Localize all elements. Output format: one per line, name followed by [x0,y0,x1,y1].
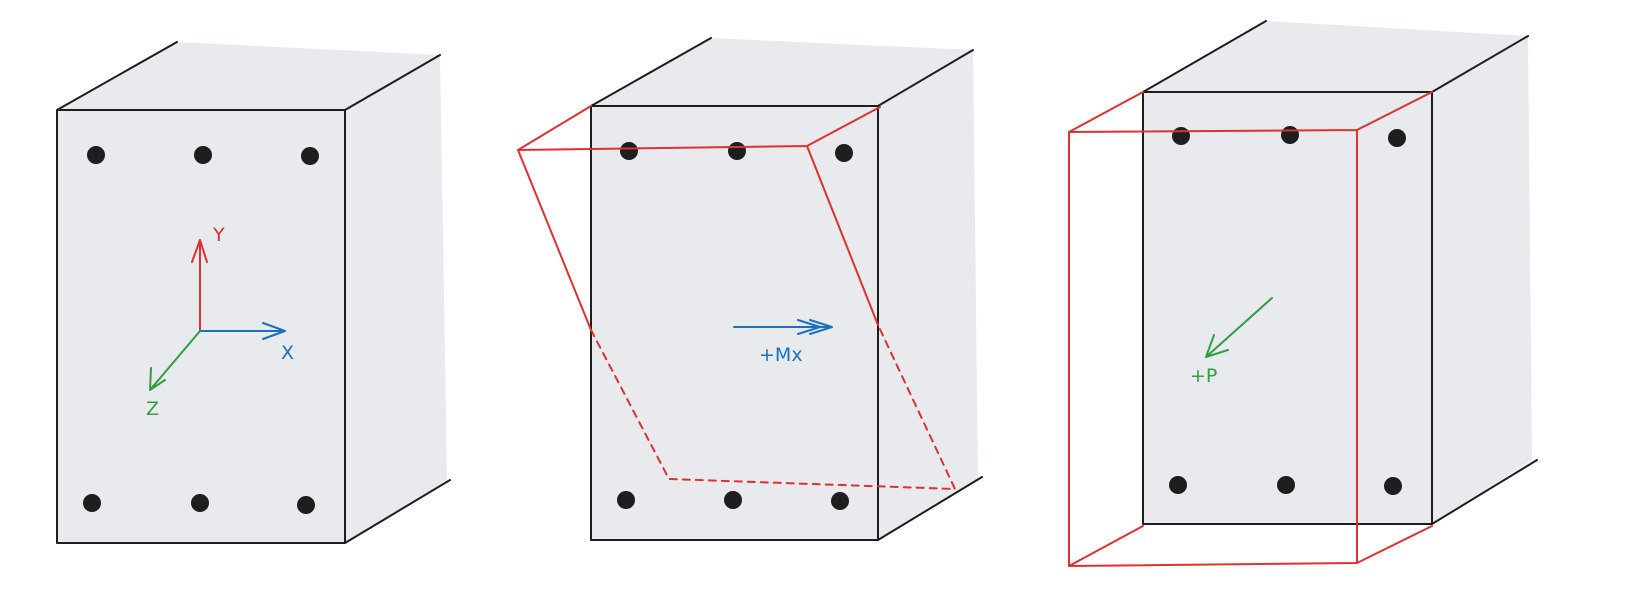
rebar-dot [1169,476,1187,494]
column-side-face [1432,36,1532,524]
moment-arrow [733,319,833,335]
rebar-dot [191,494,209,512]
column-figure-axial: +P [1068,20,1538,567]
axial-load-arrow [1205,297,1273,358]
rebar-dot [83,494,101,512]
column-figure-moment: +Mx [517,37,983,541]
column-front-face [1143,92,1432,524]
column-side-face [878,50,978,540]
rebar-dot [1277,476,1295,494]
rebar-dot [620,142,638,160]
column-top-face [1143,21,1528,92]
z-axis-arrow [149,330,201,391]
y-axis-label: Y [212,224,225,246]
column-top-face [591,38,973,106]
column-outline [56,41,451,544]
column-figure-axes: Y X Z [56,41,451,544]
rebar-dot [1388,129,1406,147]
rebar-dot [297,496,315,514]
rebar-dot [194,146,212,164]
rebar-dot [835,144,853,162]
rebar-dot [724,491,742,509]
deformed-shape-outline [517,105,956,490]
rebar-dot [1281,126,1299,144]
x-axis-label: X [281,342,294,364]
rebar-dot [87,146,105,164]
rebar-dot [617,491,635,509]
rebar-dot [1384,477,1402,495]
column-side-face [345,55,447,543]
rebar-dot [301,147,319,165]
deformed-shape-outline [1068,91,1433,567]
z-axis-label: Z [146,398,159,420]
rebar-dot [1172,127,1190,145]
moment-label: +Mx [759,344,803,366]
rebar-dot [831,492,849,510]
column-top-face [57,42,440,110]
y-axis-arrow [191,239,208,331]
column-front-face [591,106,878,540]
axial-load-label: +P [1190,365,1217,387]
x-axis-arrow [199,322,286,340]
column-outline [590,37,983,541]
rebar-dot [728,142,746,160]
column-outline [1142,20,1538,525]
